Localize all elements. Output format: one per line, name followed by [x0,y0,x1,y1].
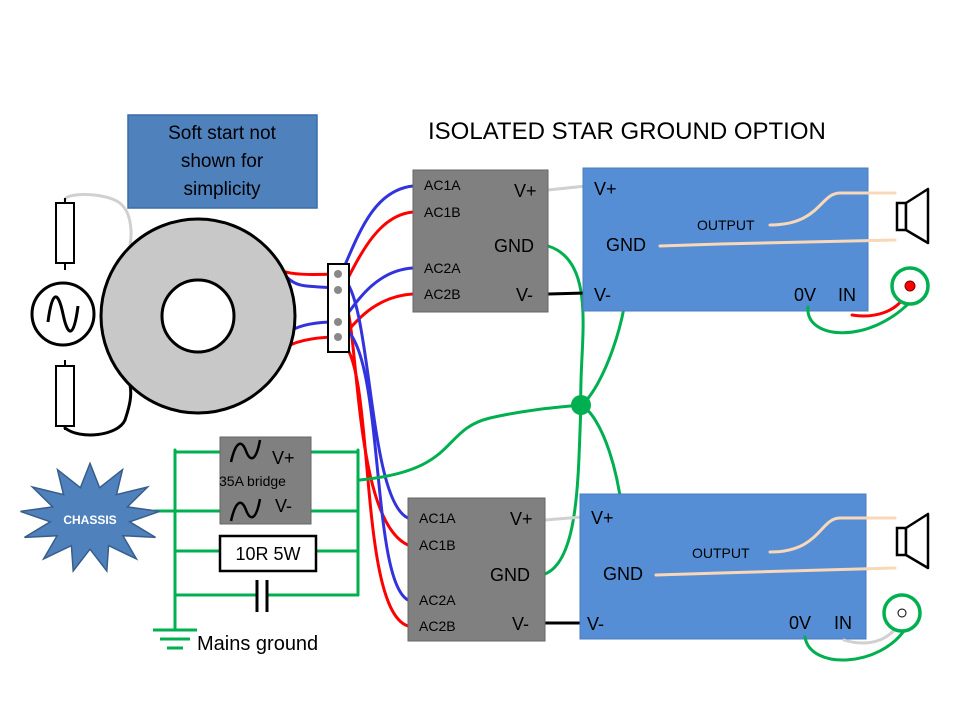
rca-jack-icon-top [890,266,930,306]
resistor-label: 10R 5W [235,544,300,564]
psu-bottom-ac2a-label: AC2A [419,592,456,608]
note-box: Soft start not shown for simplicity [127,114,318,209]
ac-source-icon [30,281,96,347]
psu-bottom-ac2b-label: AC2B [419,618,456,634]
terminal-block-icon [327,263,350,353]
psu-bottom-vminus-label: V- [512,614,529,634]
psu-top-vminus-label: V- [516,285,533,305]
fuse-icon-top [55,198,75,270]
note-line-1: Soft start not [168,123,276,144]
star-ground-node-icon [571,395,591,415]
fuse-icon-bottom [55,360,75,430]
bridge-ac-in-2-icon [229,498,262,522]
resistor-icon: 10R 5W [218,534,318,573]
amp-top-0v-label: 0V [794,285,816,305]
psu-top-vplus-label: V+ [514,181,537,201]
bridge-ac-in-1-icon [229,439,262,463]
vplus-link-bottom [543,515,584,522]
ground-symbol-icon [153,612,197,650]
psu-bottom-gnd-label: GND [490,565,530,585]
psu-top-ac1b-label: AC1B [424,204,461,220]
amp-bottom-vplus-label: V+ [591,508,614,528]
output-wire-bottom-return [654,566,897,577]
bridge-vminus-label: V- [275,496,292,516]
input-wire-bottom-ground [803,626,908,662]
chassis-label: CHASSIS [63,513,116,527]
amp-block-bottom: V+ GND V- OUTPUT 0V IN [579,493,867,640]
mains-ground-label: Mains ground [197,633,318,655]
bridge-label: 35A bridge [219,473,286,489]
speaker-icon-bottom [895,512,930,570]
psu-bottom-ac1a-label: AC1A [419,510,456,526]
gnd-wire-psu-bottom [543,403,583,576]
bridge-rectifier-icon: V+ 35A bridge V- [219,436,312,525]
mains-wire-black [63,383,133,437]
toroidal-transformer-icon [99,217,297,415]
psu-block-bottom: AC1A AC1B AC2A AC2B V+ GND V- [407,497,546,642]
wire-to-bottom-ac2b [341,341,410,628]
note-line-2: shown for [181,151,264,172]
vminus-link-top [546,291,588,296]
wire-to-top-ac1a [340,184,415,274]
chassis-burst: CHASSIS [20,461,160,574]
speaker-icon-top [895,187,930,245]
gnd-wire-psu-top [546,244,585,407]
wire-to-bottom-ac1a [341,276,410,520]
note-line-3: simplicity [183,179,261,200]
amp-top-output-label: OUTPUT [697,217,755,233]
psu-top-ac2b-label: AC2B [424,286,461,302]
amp-block-top: V+ GND V- OUTPUT 0V IN [582,167,869,312]
amp-top-vplus-label: V+ [594,179,617,199]
amp-bottom-in-label: IN [834,613,852,633]
rca-jack-icon-bottom [882,593,922,633]
amp-top-gnd-label: GND [606,235,646,255]
output-wire-top-return [658,238,897,248]
wire-to-bottom-ac2a [341,325,410,602]
mains-wire-grey [63,193,133,247]
output-wire-bottom-hot [768,516,897,554]
amp-top-in-label: IN [838,285,856,305]
psu-bottom-vplus-label: V+ [510,509,533,529]
bridge-vplus-label: V+ [272,448,295,468]
output-wire-top-hot [768,191,897,227]
psu-bottom-ac1b-label: AC1B [419,537,456,553]
amp-bottom-0v-label: 0V [789,613,811,633]
psu-top-ac2a-label: AC2A [424,260,461,276]
chassis-star-icon [20,461,160,574]
gnd-wire-bridge [358,403,583,482]
input-wire-top-ground [806,298,914,335]
vplus-link-top [546,184,588,192]
amp-bottom-gnd-label: GND [603,564,643,584]
amp-bottom-vminus-label: V- [587,614,604,634]
psu-block-top: AC1A AC1B AC2A AC2B V+ GND V- [412,169,549,313]
capacitor-icon [255,580,269,612]
diagram-title: ISOLATED STAR GROUND OPTION [428,118,826,145]
psu-top-gnd-label: GND [494,236,534,256]
amp-bottom-output-label: OUTPUT [692,545,750,561]
amp-top-vminus-label: V- [594,285,611,305]
psu-top-ac1a-label: AC1A [424,177,461,193]
